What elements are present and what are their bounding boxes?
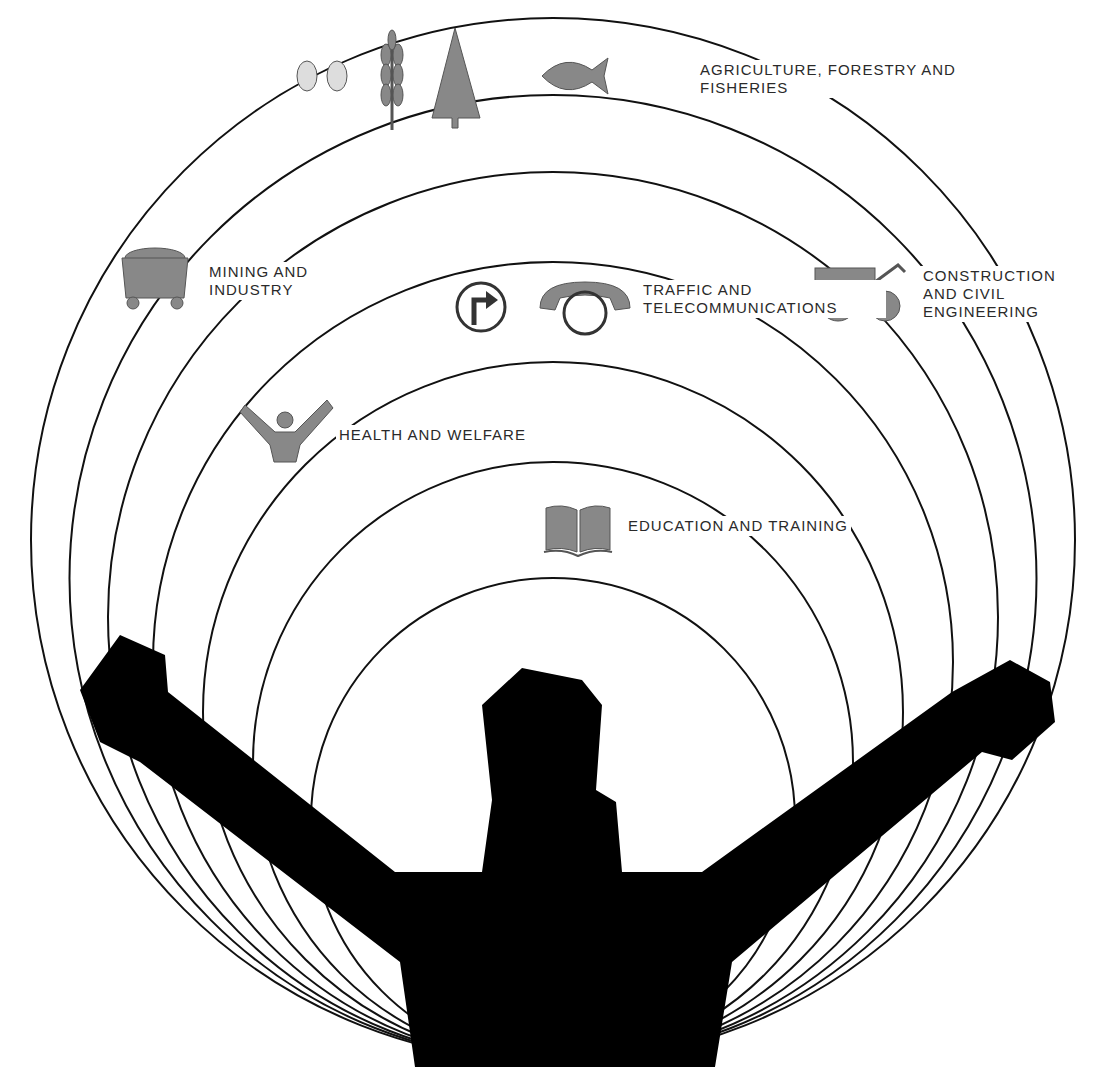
sector-label: MINING AND INDUSTRY — [206, 262, 342, 300]
mine-cart-icon — [122, 248, 188, 309]
sector-label: CONSTRUCTION AND CIVIL ENGINEERING — [920, 266, 1091, 322]
sector-label: TRAFFIC AND TELECOMMUNICATIONS — [640, 280, 886, 318]
traffic-icons — [457, 282, 630, 334]
book-icon — [544, 506, 612, 556]
health-figure-icon — [240, 400, 333, 462]
person-silhouette — [80, 635, 1055, 1067]
sector-label: EDUCATION AND TRAINING — [625, 516, 851, 536]
sector-label: AGRICULTURE, FORESTRY AND FISHERIES — [697, 60, 963, 98]
agriculture-icons — [297, 28, 608, 130]
sector-label: HEALTH AND WELFARE — [336, 425, 529, 445]
